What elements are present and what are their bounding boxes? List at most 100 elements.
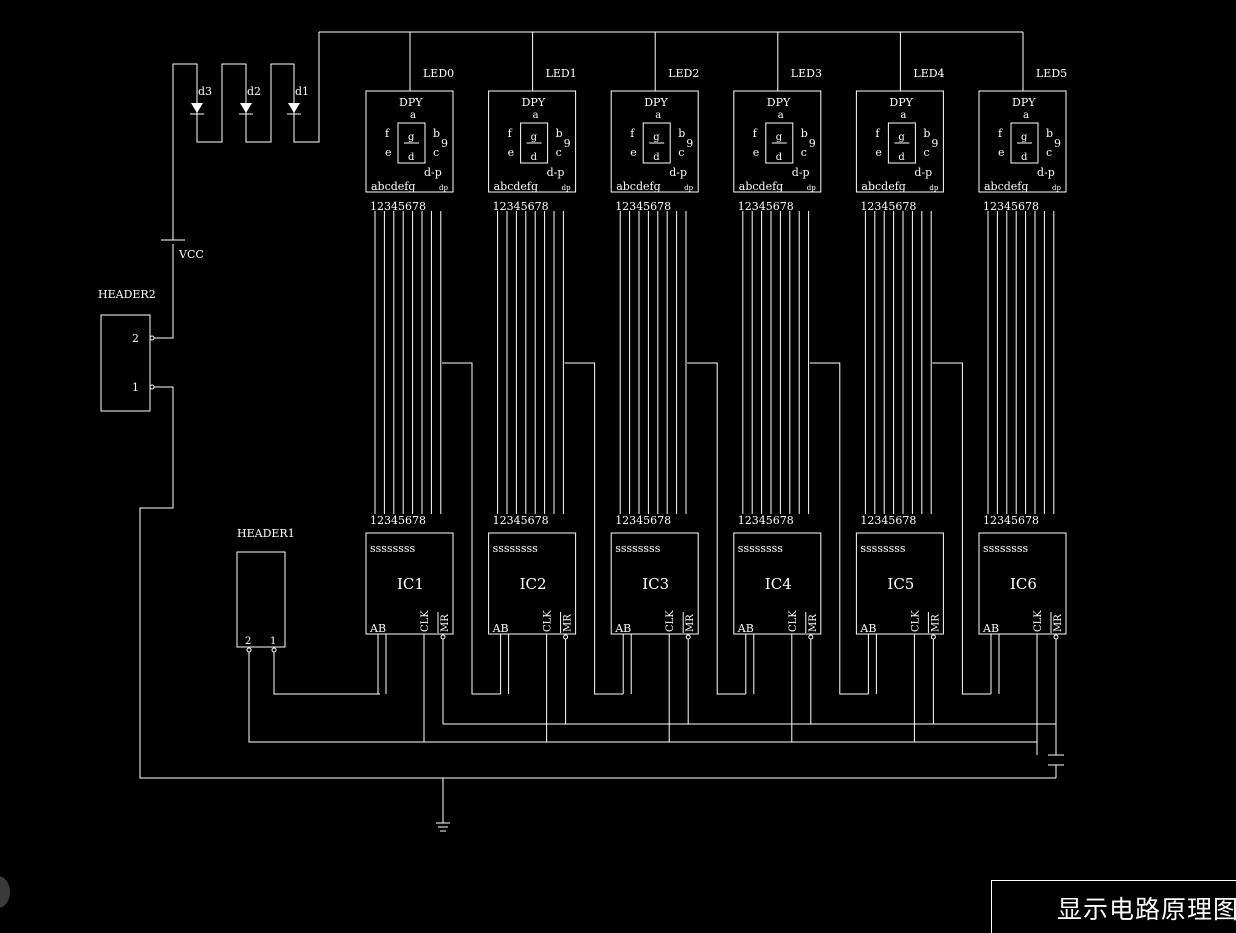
dpy-pin-dp: dp [439, 184, 448, 192]
dpy-pin-dp: dp [1052, 184, 1061, 192]
ic-label: IC5 [887, 575, 914, 593]
ic-ab-label: AB [859, 622, 876, 635]
ic-mr-label: MR [685, 614, 696, 632]
ic-clk-label: CLK [910, 610, 921, 632]
seg-a-label: a [1023, 110, 1029, 121]
seven-seg-icon [397, 122, 426, 164]
title-block [991, 880, 1236, 933]
led-label: LED0 [423, 67, 454, 80]
ic-output-pins: ssssssss [738, 542, 784, 555]
led-label: LED4 [913, 67, 944, 80]
dp-label: d-p [424, 166, 442, 179]
header1-connector: HEADER1 2 1 [236, 527, 1038, 755]
ic-pin-numbers: 12345678 [860, 514, 916, 527]
seg-a-label: a [778, 110, 784, 121]
ic-pin-numbers: 12345678 [493, 514, 549, 527]
seg-e-label: e [630, 146, 637, 159]
seg-9-label: 9 [686, 137, 693, 150]
ground-icon [436, 778, 450, 832]
ic-clk-label: CLK [665, 610, 676, 632]
ic-box [365, 532, 454, 635]
ic-box [978, 532, 1067, 635]
diode-d2-label: d2 [247, 85, 261, 98]
header1-pin-1: 1 [270, 636, 276, 647]
dpy-box [733, 90, 822, 193]
led-label: LED5 [1036, 67, 1067, 80]
seven-seg-icon [520, 122, 549, 164]
seg-c-label: c [923, 146, 929, 159]
led-label: LED2 [668, 67, 699, 80]
led-label: LED3 [791, 67, 822, 80]
header1-pin-2: 2 [245, 636, 251, 647]
ic-clk-label: CLK [543, 610, 554, 632]
diode-d1-label: d1 [295, 85, 309, 98]
dpy-pin-numbers: 12345678 [738, 200, 794, 213]
seg-f-label: f [875, 127, 880, 140]
seg-d-label: d [898, 152, 905, 163]
seg-b-label: b [556, 127, 563, 140]
ic-ab-label: AB [492, 622, 509, 635]
seg-a-label: a [900, 110, 906, 121]
ic-ab-label: AB [737, 622, 754, 635]
seg-a-label: a [410, 110, 416, 121]
ic-label: IC6 [1010, 575, 1037, 593]
dpy-pin-numbers: 12345678 [983, 200, 1039, 213]
dpy-pin-numbers: 12345678 [615, 200, 671, 213]
diode-d3-icon [190, 103, 204, 115]
seg-c-label: c [1046, 146, 1052, 159]
seg-b-label: b [678, 127, 685, 140]
seg-d-label: d [776, 152, 783, 163]
ic-box [488, 532, 577, 635]
ic-output-pins: ssssssss [860, 542, 906, 555]
dpy-pin-letters: abcdefg [616, 180, 660, 193]
seg-9-label: 9 [441, 137, 448, 150]
seg-c-label: c [678, 146, 684, 159]
dpy-pin-numbers: 12345678 [860, 200, 916, 213]
seg-e-label: e [875, 146, 882, 159]
ic-clk-label: CLK [1033, 610, 1044, 632]
seg-d-label: d [653, 152, 660, 163]
dpy-box [855, 90, 944, 193]
dpy-box [365, 90, 454, 193]
diode-d3-label: d3 [198, 85, 212, 98]
seg-9-label: 9 [931, 137, 938, 150]
ic-pin-numbers: 12345678 [738, 514, 794, 527]
dp-label: d-p [914, 166, 932, 179]
ic-label: IC4 [765, 575, 792, 593]
seg-b-label: b [1046, 127, 1053, 140]
ic-box [855, 532, 944, 635]
ic-ab-label: AB [369, 622, 386, 635]
seven-seg-icon [765, 122, 794, 164]
seg-d-label: d [408, 152, 415, 163]
capacitor-icon [1048, 724, 1064, 778]
ic-label: IC2 [520, 575, 547, 593]
ic-mr-label: MR [808, 614, 819, 632]
seg-g-label: g [776, 132, 783, 143]
seg-b-label: b [801, 127, 808, 140]
seg-a-label: a [655, 110, 661, 121]
dp-label: d-p [669, 166, 687, 179]
diode-d1-icon [287, 103, 301, 115]
dpy-pin-letters: abcdefg [861, 180, 905, 193]
ic-clk-label: CLK [420, 610, 431, 632]
seg-g-label: g [1021, 132, 1028, 143]
seg-g-label: g [898, 132, 905, 143]
dpy-pin-letters: abcdefg [371, 180, 415, 193]
seg-a-label: a [533, 110, 539, 121]
seg-c-label: c [556, 146, 562, 159]
scroll-handle[interactable] [0, 876, 10, 908]
dpy-title: DPY [767, 96, 791, 109]
dp-label: d-p [1037, 166, 1055, 179]
seg-c-label: c [433, 146, 439, 159]
diode-d2-icon [239, 103, 253, 115]
dpy-title: DPY [522, 96, 546, 109]
ic-output-pins: ssssssss [370, 542, 416, 555]
seg-b-label: b [923, 127, 930, 140]
seg-f-label: f [385, 127, 390, 140]
ic-mr-label: MR [930, 614, 941, 632]
seg-f-label: f [630, 127, 635, 140]
